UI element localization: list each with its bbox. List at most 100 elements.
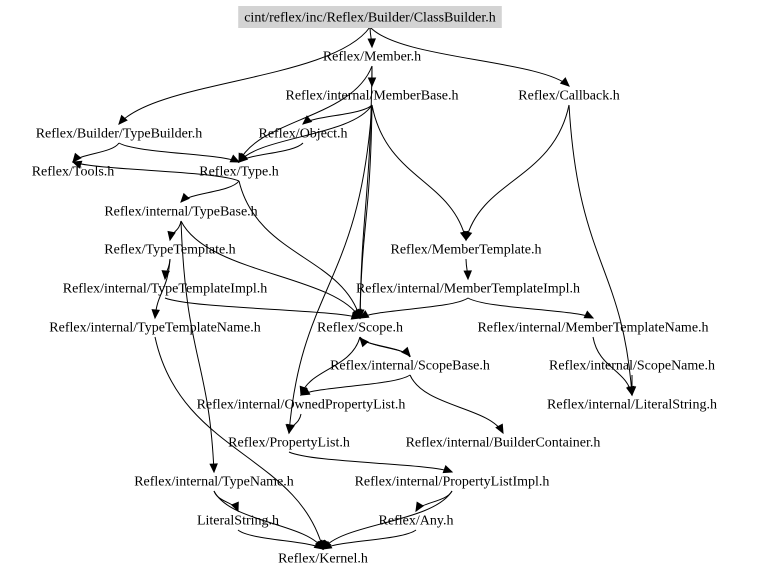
- node-label: Reflex/PropertyList.h: [228, 436, 350, 451]
- arrowhead-typename-to-literalstring: [230, 501, 239, 513]
- node-label: Reflex/Scope.h: [317, 321, 403, 336]
- node-object[interactable]: Reflex/Object.h: [252, 122, 353, 144]
- arrowhead-typebase-to-typename: [209, 463, 218, 474]
- edge-member-to-type: [238, 65, 373, 163]
- node-tools[interactable]: Reflex/Tools.h: [26, 160, 121, 182]
- node-label: Reflex/MemberTemplate.h: [390, 243, 541, 258]
- node-typebuilder[interactable]: Reflex/Builder/TypeBuilder.h: [30, 122, 209, 144]
- node-callback[interactable]: Reflex/Callback.h: [512, 84, 625, 106]
- arrowhead-membertemplateimpl-to-scope: [358, 310, 370, 319]
- edge-callback-to-literalstring_int: [568, 104, 633, 396]
- node-label: Reflex/internal/OwnedPropertyList.h: [197, 398, 406, 413]
- edge-memberbase-to-membertemplate: [371, 104, 467, 241]
- edge-propertylistimpl-to-kernel: [322, 490, 453, 550]
- node-label: LiteralString.h: [197, 514, 279, 529]
- node-label: Reflex/Tools.h: [32, 165, 115, 180]
- arrowhead-scopebase-to-buildercontainer: [495, 423, 504, 435]
- node-label: Reflex/internal/LiteralString.h: [547, 398, 717, 413]
- node-scopebase[interactable]: Reflex/internal/ScopeBase.h: [324, 354, 496, 376]
- node-typename[interactable]: Reflex/internal/TypeName.h: [128, 470, 300, 492]
- node-membertemplateimpl[interactable]: Reflex/internal/MemberTemplateImpl.h: [350, 277, 586, 299]
- arrowhead-typebuilder-to-type: [229, 154, 241, 163]
- arrowhead-propertylistimpl-to-any: [415, 501, 425, 513]
- node-typebase[interactable]: Reflex/internal/TypeBase.h: [98, 200, 263, 222]
- edge-typetemplatename-to-kernel: [154, 336, 324, 550]
- edge-typename-to-kernel: [213, 490, 324, 550]
- edge-membertemplateimpl-to-membertemplatename: [467, 297, 594, 319]
- node-any[interactable]: Reflex/Any.h: [373, 509, 460, 531]
- edge-typebase-to-typename: [180, 220, 215, 473]
- arrowhead-root-to-callback: [559, 77, 570, 87]
- node-label: Reflex/TypeTemplate.h: [104, 243, 235, 258]
- node-label: Reflex/internal/ScopeBase.h: [330, 359, 490, 374]
- node-label: Reflex/Kernel.h: [278, 552, 368, 567]
- node-label: cint/reflex/inc/Reflex/Builder/ClassBuil…: [244, 11, 496, 26]
- arrowhead-root-to-member: [367, 38, 376, 49]
- node-label: Reflex/Builder/TypeBuilder.h: [36, 127, 203, 142]
- arrowhead-root-to-typebuilder: [118, 114, 128, 125]
- arrowhead-propertylistimpl-to-kernel: [322, 539, 332, 551]
- node-typetemplate[interactable]: Reflex/TypeTemplate.h: [98, 238, 241, 260]
- arrowhead-membertemplatename-to-literalstring_int: [625, 385, 635, 397]
- node-type[interactable]: Reflex/Type.h: [193, 160, 285, 182]
- arrowhead-type-to-tools: [71, 160, 83, 169]
- arrowhead-ownedpropertylist-to-propertylist: [286, 423, 295, 435]
- node-member[interactable]: Reflex/Member.h: [317, 45, 427, 67]
- node-label: Reflex/internal/PropertyListImpl.h: [355, 475, 550, 490]
- nodes-layer: cint/reflex/inc/Reflex/Builder/ClassBuil…: [26, 6, 723, 569]
- edge-callback-to-membertemplate: [465, 104, 570, 241]
- node-buildercontainer[interactable]: Reflex/internal/BuilderContainer.h: [400, 431, 607, 453]
- node-label: Reflex/Callback.h: [518, 89, 619, 104]
- edge-memberbase-to-scope: [359, 104, 373, 319]
- edge-root-to-typebuilder: [118, 26, 371, 125]
- node-label: Reflex/internal/BuilderContainer.h: [406, 436, 601, 451]
- edge-typebuilder-to-type: [118, 142, 240, 163]
- arrowhead-typetemplateimpl-to-scope: [350, 311, 362, 320]
- arrowhead-typebuilder-to-tools: [72, 152, 82, 163]
- node-typetemplateimpl[interactable]: Reflex/internal/TypeTemplateImpl.h: [57, 277, 273, 299]
- root-node[interactable]: cint/reflex/inc/Reflex/Builder/ClassBuil…: [238, 6, 502, 28]
- arrowhead-propertylist-to-propertylistimpl: [442, 465, 454, 474]
- node-label: Reflex/internal/TypeBase.h: [104, 205, 257, 220]
- edge-type-to-scope: [238, 180, 361, 319]
- node-typetemplatename[interactable]: Reflex/internal/TypeTemplateName.h: [43, 316, 266, 338]
- edge-scopebase-to-buildercontainer: [409, 374, 504, 434]
- edge-memberbase-to-propertylist: [288, 104, 373, 434]
- arrowhead-type-to-typebase: [180, 192, 190, 203]
- node-label: Reflex/internal/TypeTemplateName.h: [49, 321, 260, 336]
- root-node-box[interactable]: [238, 6, 502, 28]
- arrowhead-membertemplateimpl-to-membertemplatename: [583, 310, 595, 319]
- node-ownedpropertylist[interactable]: Reflex/internal/OwnedPropertyList.h: [191, 393, 412, 415]
- arrowhead-typebase-to-typetemplate: [167, 230, 176, 242]
- arrowhead-scopebase-to-ownedpropertylist: [299, 387, 311, 396]
- node-label: Reflex/internal/MemberTemplateName.h: [477, 321, 708, 336]
- arrowhead-typetemplate-to-typetemplateimpl: [161, 270, 170, 281]
- edge-type-to-tools: [72, 161, 240, 182]
- arrowhead-literalstring-to-kernel: [313, 540, 325, 550]
- node-membertemplatename[interactable]: Reflex/internal/MemberTemplateName.h: [471, 316, 714, 338]
- node-label: Reflex/internal/TypeTemplateImpl.h: [63, 282, 267, 297]
- node-scope[interactable]: Reflex/Scope.h: [311, 316, 409, 338]
- edge-typebase-to-scope: [180, 220, 361, 319]
- node-propertylistimpl[interactable]: Reflex/internal/PropertyListImpl.h: [349, 470, 556, 492]
- node-label: Reflex/Member.h: [323, 50, 421, 65]
- edge-root-to-callback: [369, 26, 570, 87]
- edge-memberbase-to-type: [238, 104, 373, 163]
- edge-typetemplateimpl-to-scope: [164, 297, 361, 319]
- node-literalstring_int[interactable]: Reflex/internal/LiteralString.h: [541, 393, 723, 415]
- node-label: Reflex/Type.h: [199, 165, 279, 180]
- node-label: Reflex/internal/MemberTemplateImpl.h: [356, 282, 580, 297]
- node-literalstring[interactable]: LiteralString.h: [191, 509, 285, 531]
- arrowhead-object-to-type: [238, 153, 249, 163]
- node-label: Reflex/internal/ScopeName.h: [549, 359, 715, 374]
- node-memberbase[interactable]: Reflex/internal/MemberBase.h: [280, 84, 465, 106]
- node-label: Reflex/internal/MemberBase.h: [286, 89, 459, 104]
- node-membertemplate[interactable]: Reflex/MemberTemplate.h: [384, 238, 547, 260]
- node-kernel[interactable]: Reflex/Kernel.h: [272, 547, 374, 569]
- node-propertylist[interactable]: Reflex/PropertyList.h: [222, 431, 356, 453]
- arrowhead-memberbase-to-object: [302, 115, 313, 125]
- node-scopename[interactable]: Reflex/internal/ScopeName.h: [543, 354, 721, 376]
- edge-propertylist-to-propertylistimpl: [288, 451, 453, 473]
